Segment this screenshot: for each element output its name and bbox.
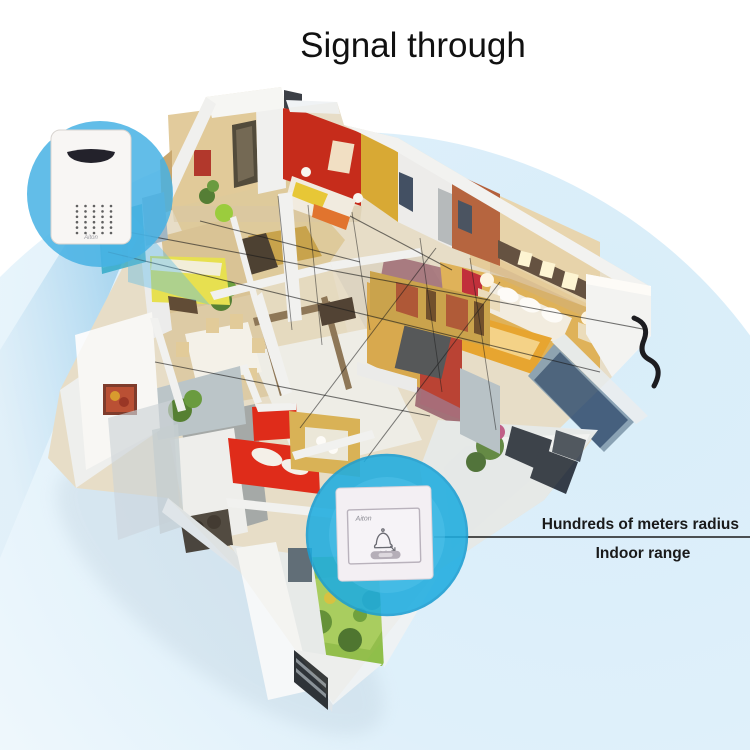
svg-text:Indoor range: Indoor range (596, 545, 691, 562)
svg-text:Aiton: Aiton (355, 515, 372, 522)
svg-text:Signal through: Signal through (300, 26, 526, 65)
svg-text:Hundreds of meters radius: Hundreds of meters radius (542, 516, 739, 533)
svg-text:Aiton: Aiton (83, 235, 98, 241)
